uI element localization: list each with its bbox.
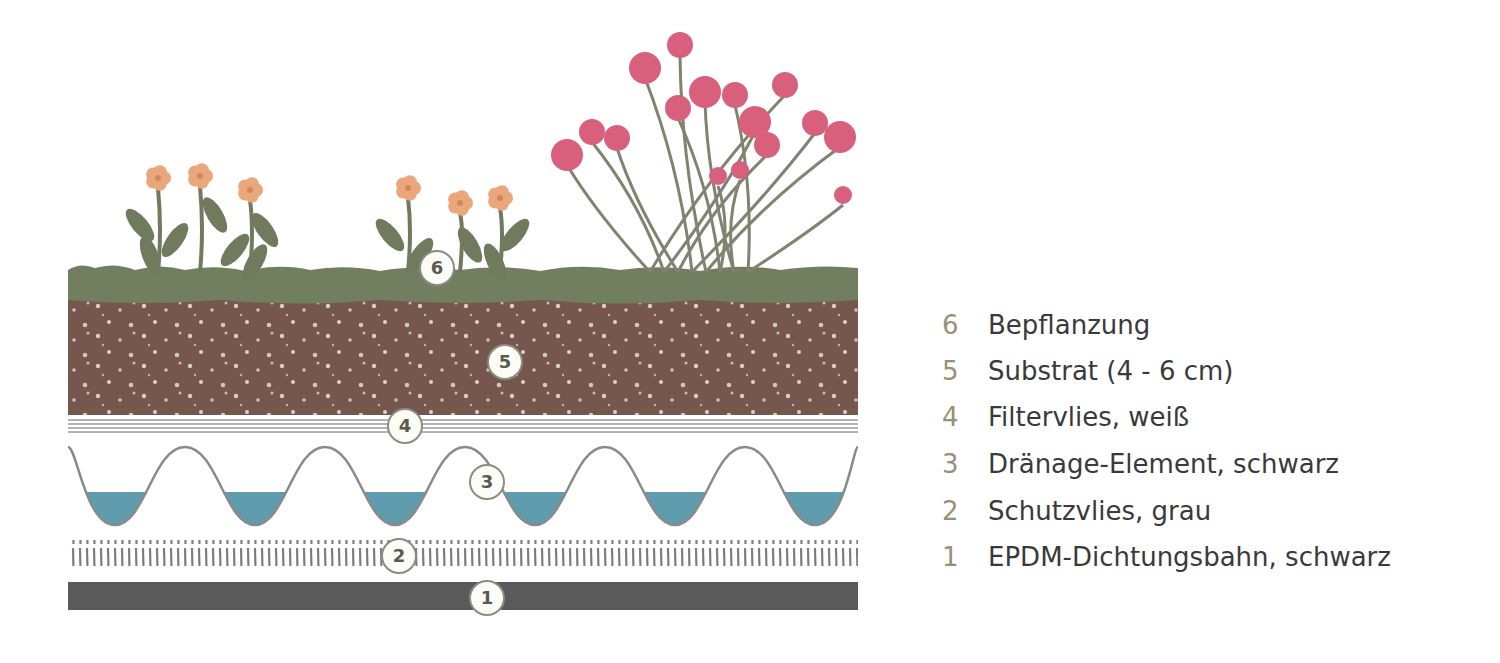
drainage-element	[68, 447, 858, 525]
legend-number: 2	[942, 498, 959, 524]
callout-number: 2	[381, 538, 417, 574]
water	[68, 492, 858, 532]
callout-number: 1	[469, 580, 505, 616]
legend-text: Dränage-Element, schwarz	[988, 451, 1339, 477]
legend-number: 1	[942, 544, 959, 570]
legend-number: 6	[942, 312, 959, 338]
callout-label: 6	[431, 259, 444, 277]
filter-fleece	[68, 420, 858, 432]
substrate	[68, 300, 858, 415]
callout-number: 5	[487, 344, 523, 380]
legend-number: 4	[942, 404, 959, 430]
legend-text: Bepflanzung	[988, 312, 1150, 338]
callout-label: 5	[499, 353, 512, 371]
legend-number: 3	[942, 451, 959, 477]
protection-fleece	[68, 540, 858, 566]
vegetation-mat	[68, 265, 858, 303]
callout-number: 4	[387, 408, 423, 444]
legend-text: Substrat (4 - 6 cm)	[988, 358, 1233, 384]
callout-label: 3	[481, 473, 494, 491]
legend-text: Schutzvlies, grau	[988, 498, 1211, 524]
legend-text: EPDM-Dichtungsbahn, schwarz	[988, 544, 1391, 570]
callout-number: 3	[469, 464, 505, 500]
epdm-layer	[68, 582, 858, 610]
callout-number: 6	[419, 250, 455, 286]
legend-text: Filtervlies, weiß	[988, 404, 1189, 430]
callout-label: 2	[393, 547, 406, 565]
legend-number: 5	[942, 358, 959, 384]
plants	[121, 32, 856, 284]
callout-label: 4	[399, 417, 412, 435]
callout-label: 1	[481, 589, 494, 607]
